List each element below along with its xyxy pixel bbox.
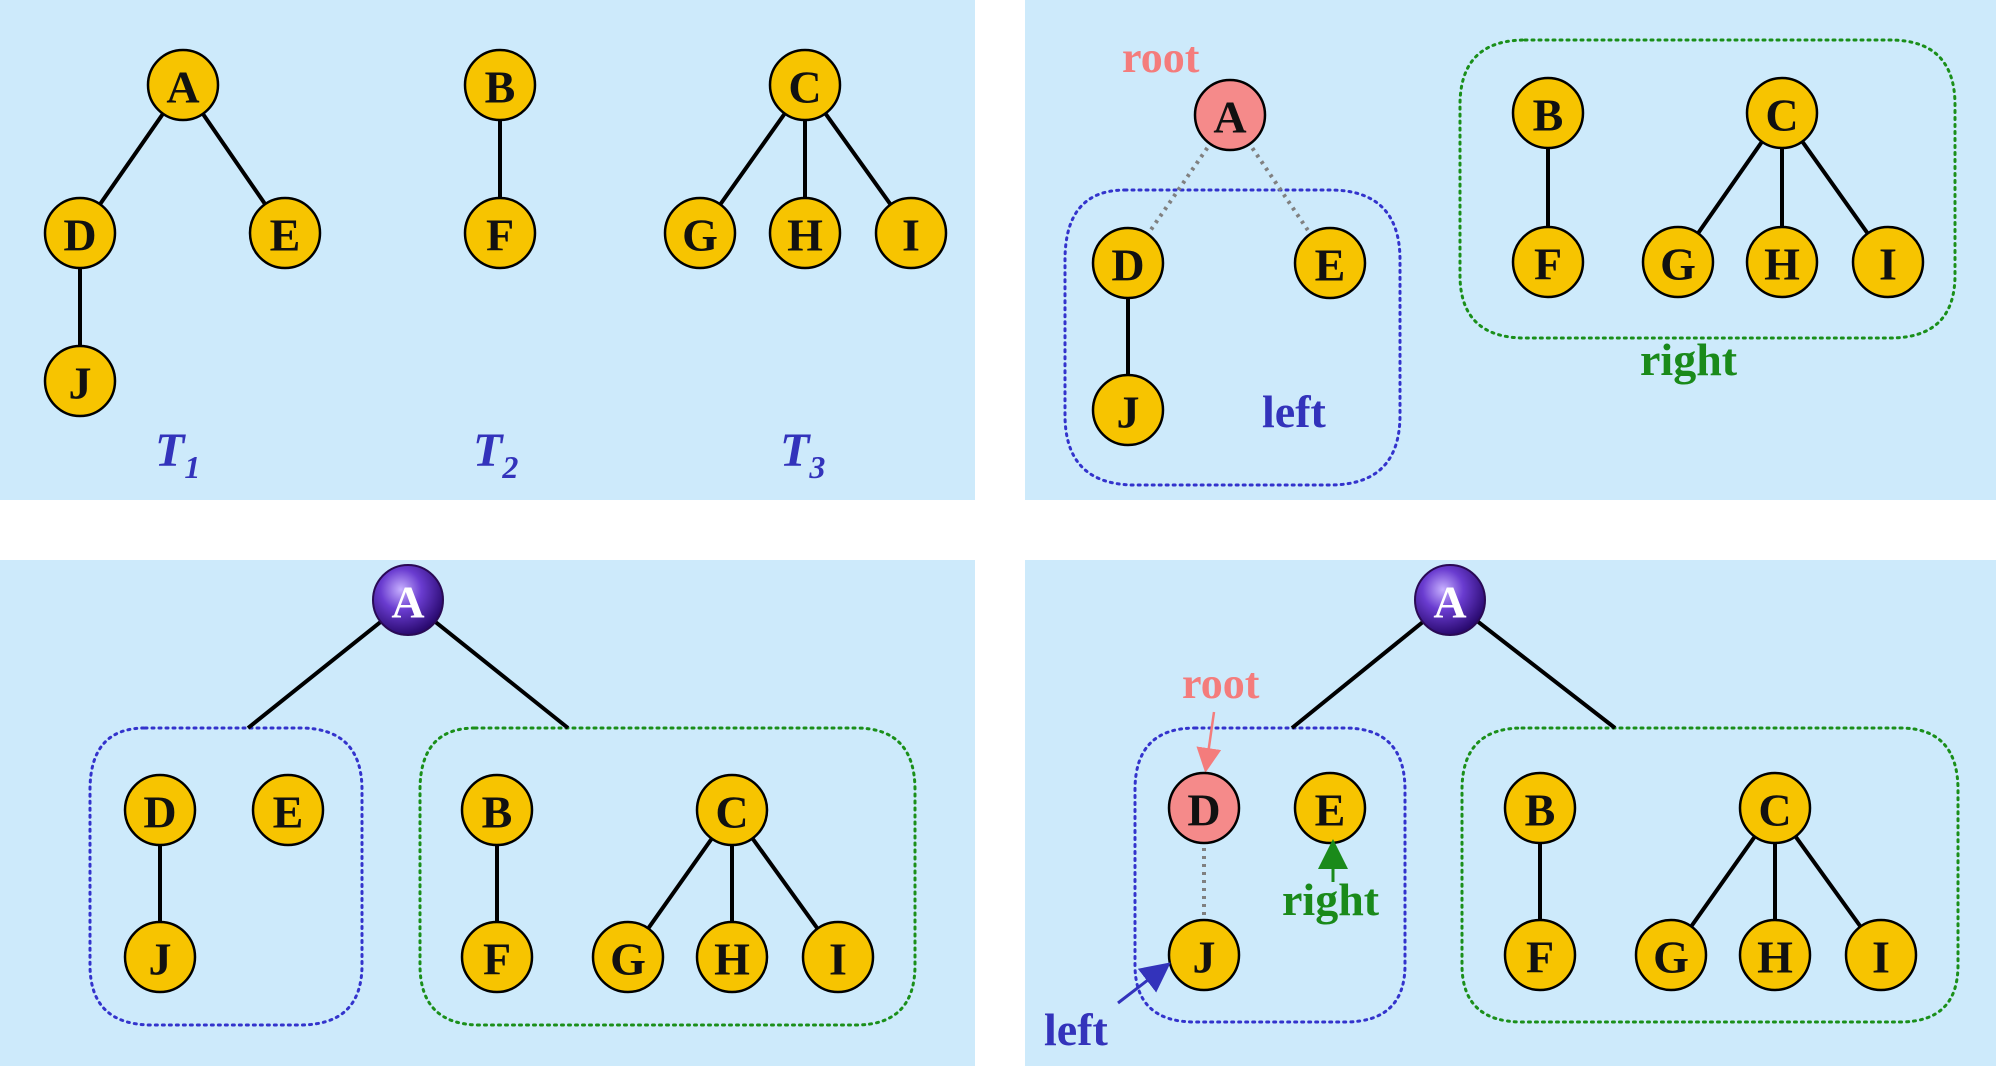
- inner-node-c: C: [1738, 771, 1812, 845]
- tree-node-a: A: [146, 48, 220, 122]
- split-node-h: H: [1745, 225, 1819, 299]
- svg-text:I: I: [829, 934, 847, 985]
- binary-node-j: J: [123, 920, 197, 994]
- svg-text:D: D: [1111, 240, 1144, 291]
- inner-node-b: B: [1503, 771, 1577, 845]
- binary-node-h: H: [695, 920, 769, 994]
- split-node-d: D: [1091, 226, 1165, 300]
- binary-node-c: C: [695, 773, 769, 847]
- svg-text:G: G: [1653, 932, 1689, 983]
- svg-text:B: B: [1525, 785, 1556, 836]
- tree-node-h: H: [768, 196, 842, 270]
- svg-text:D: D: [1187, 785, 1220, 836]
- svg-text:H: H: [1757, 932, 1793, 983]
- split-node-f: F: [1511, 225, 1585, 299]
- inner-node-g: G: [1634, 918, 1708, 992]
- left-subtree-box: [88, 726, 364, 1027]
- svg-text:B: B: [482, 787, 513, 838]
- tree-node-d: D: [43, 196, 117, 270]
- svg-text:C: C: [715, 787, 748, 838]
- binary-node-e: E: [251, 773, 325, 847]
- tree-label-t2: T2: [473, 424, 518, 485]
- left-arrow: [1117, 962, 1171, 1005]
- svg-text:D: D: [143, 787, 176, 838]
- svg-text:J: J: [1117, 387, 1140, 438]
- svg-text:G: G: [610, 934, 646, 985]
- right-subforest-box: [1458, 38, 1957, 340]
- split-node-j: J: [1091, 373, 1165, 447]
- inner-node-f: F: [1503, 918, 1577, 992]
- svg-text:E: E: [1315, 785, 1346, 836]
- left-subforest-box: [1063, 188, 1402, 487]
- split-node-i: I: [1851, 225, 1925, 299]
- inner-node-j: J: [1167, 918, 1241, 992]
- split-node-b: B: [1511, 76, 1585, 150]
- inner-root-node-d: D: [1167, 771, 1241, 845]
- panel-split-first: [1025, 0, 1996, 500]
- svg-text:I: I: [902, 210, 920, 261]
- binary-node-d: D: [123, 773, 197, 847]
- svg-text:B: B: [1533, 90, 1564, 141]
- binary-node-f: F: [460, 920, 534, 994]
- tree-node-i: I: [874, 196, 948, 270]
- split-node-e: E: [1293, 226, 1367, 300]
- svg-text:F: F: [486, 210, 514, 261]
- svg-text:J: J: [69, 358, 92, 409]
- binary-node-i: I: [801, 920, 875, 994]
- svg-text:G: G: [682, 210, 718, 261]
- tree-node-e: E: [248, 196, 322, 270]
- svg-text:F: F: [1534, 239, 1562, 290]
- recursive-root-node-a: A: [1414, 564, 1486, 636]
- tree-node-b: B: [463, 48, 537, 122]
- tree-label-t1: T1: [155, 424, 200, 485]
- tree-node-f: F: [463, 196, 537, 270]
- split-node-g: G: [1641, 225, 1715, 299]
- svg-text:I: I: [1879, 239, 1897, 290]
- root-arrow: [1196, 711, 1222, 773]
- svg-text:C: C: [1765, 90, 1798, 141]
- inner-right-box: [1460, 726, 1960, 1024]
- svg-text:A: A: [391, 577, 424, 628]
- root-node-a: A: [1193, 78, 1267, 152]
- root-label: root: [1122, 33, 1200, 82]
- tree-node-c: C: [768, 48, 842, 122]
- inner-left-label: left: [1044, 1004, 1109, 1055]
- inner-left-box: [1133, 726, 1407, 1024]
- svg-text:G: G: [1660, 239, 1696, 290]
- svg-text:H: H: [1764, 239, 1800, 290]
- inner-node-e: E: [1293, 771, 1367, 845]
- svg-text:A: A: [1213, 92, 1246, 143]
- right-label: right: [1640, 334, 1738, 385]
- svg-text:H: H: [714, 934, 750, 985]
- svg-text:I: I: [1872, 932, 1890, 983]
- svg-text:J: J: [1193, 932, 1216, 983]
- svg-text:C: C: [788, 62, 821, 113]
- inner-right-label: right: [1282, 874, 1380, 925]
- tree-node-g: G: [663, 196, 737, 270]
- svg-text:F: F: [483, 934, 511, 985]
- svg-text:H: H: [787, 210, 823, 261]
- binary-node-b: B: [460, 773, 534, 847]
- inner-node-i: I: [1844, 918, 1918, 992]
- svg-text:E: E: [1315, 240, 1346, 291]
- tree-node-j: J: [43, 344, 117, 418]
- binary-root-node-a: A: [372, 564, 444, 636]
- split-node-c: C: [1745, 76, 1819, 150]
- svg-text:A: A: [1433, 577, 1466, 628]
- tree-label-t3: T3: [780, 424, 825, 485]
- svg-text:J: J: [149, 934, 172, 985]
- binary-node-g: G: [591, 920, 665, 994]
- svg-text:B: B: [485, 62, 516, 113]
- inner-root-label: root: [1182, 659, 1260, 708]
- svg-text:E: E: [270, 210, 301, 261]
- left-label: left: [1262, 386, 1327, 437]
- svg-text:A: A: [166, 62, 199, 113]
- inner-node-h: H: [1738, 918, 1812, 992]
- svg-text:C: C: [1758, 785, 1791, 836]
- right-subtree-box: [418, 726, 917, 1027]
- svg-text:D: D: [63, 210, 96, 261]
- svg-text:E: E: [273, 787, 304, 838]
- svg-text:F: F: [1526, 932, 1554, 983]
